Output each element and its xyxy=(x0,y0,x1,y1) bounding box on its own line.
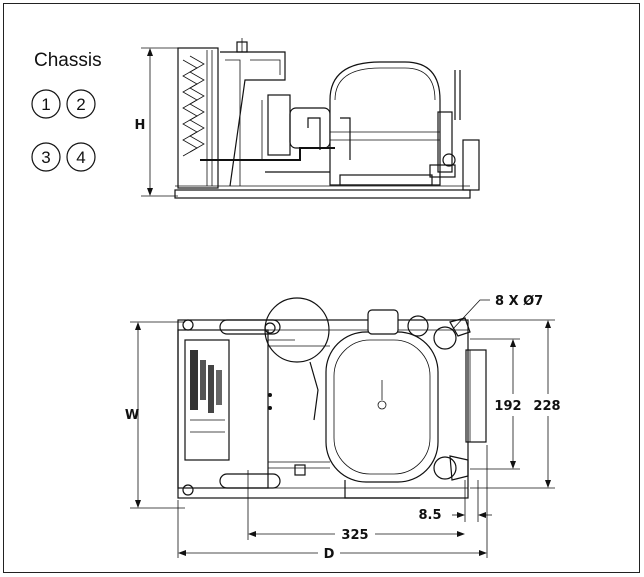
chassis-title: Chassis xyxy=(34,50,102,71)
chassis-option-4-label: 4 xyxy=(76,148,85,167)
top-view: W xyxy=(125,294,561,562)
chassis-option-1-label: 1 xyxy=(41,95,50,114)
width-dimension-label: W xyxy=(125,408,139,423)
offset-dimension: 8.5 xyxy=(418,508,441,523)
chassis-option-3[interactable]: 3 xyxy=(31,142,61,172)
chassis-option-3-label: 3 xyxy=(41,148,50,167)
chassis-option-2-label: 2 xyxy=(76,95,85,114)
nameplate xyxy=(190,350,225,433)
chassis-option-2[interactable]: 2 xyxy=(66,89,96,119)
overall-width-dimension: 228 xyxy=(533,399,560,414)
chassis-option-1[interactable]: 1 xyxy=(31,89,61,119)
chassis-option-4[interactable]: 4 xyxy=(66,142,96,172)
drawing-frame xyxy=(3,3,640,573)
mount-depth-dimension: 325 xyxy=(341,528,368,543)
holes-note: 8 X Ø7 xyxy=(495,294,543,309)
condenser-coil xyxy=(182,50,213,186)
height-dimension-label: H xyxy=(135,118,146,133)
mount-width-dimension: 192 xyxy=(494,399,521,414)
side-view: H xyxy=(135,38,480,199)
depth-dimension-label: D xyxy=(324,547,335,562)
